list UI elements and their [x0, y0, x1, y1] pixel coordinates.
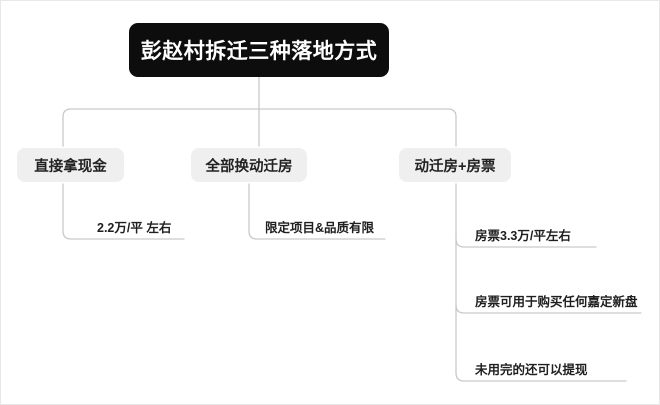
leaf-cash-price[interactable]: 2.2万/平 左右 [97, 211, 217, 239]
branch-node-cash[interactable]: 直接拿现金 [17, 148, 124, 182]
leaf-voucher-price[interactable]: 房票3.3万/平左右 [475, 219, 635, 247]
leaf-voucher-usage-label: 房票可用于购买任何嘉定新盘 [475, 295, 638, 309]
branch-node-relocation-housing-label: 全部换动迁房 [205, 158, 293, 175]
branch-node-housing-plus-voucher[interactable]: 动迁房+房票 [399, 148, 511, 182]
root-node[interactable]: 彭赵村拆迁三种落地方式 [129, 23, 389, 77]
leaf-limited-projects-label: 限定项目&品质有限 [265, 221, 375, 235]
leaf-cash-price-label: 2.2万/平 左右 [97, 221, 172, 235]
leaf-voucher-price-label: 房票3.3万/平左右 [475, 229, 571, 243]
leaf-voucher-cashout-label: 未用完的还可以提现 [475, 363, 588, 377]
leaf-voucher-usage[interactable]: 房票可用于购买任何嘉定新盘 [475, 285, 659, 313]
branch-node-cash-label: 直接拿现金 [34, 158, 107, 175]
root-node-label: 彭赵村拆迁三种落地方式 [140, 40, 378, 63]
leaf-voucher-cashout[interactable]: 未用完的还可以提现 [475, 353, 645, 381]
edge-root-to-branch-housing-plus-voucher [258, 108, 457, 147]
edge-root-to-branch-cash [62, 108, 260, 147]
branch-node-housing-plus-voucher-label: 动迁房+房票 [414, 158, 496, 175]
branch-node-relocation-housing[interactable]: 全部换动迁房 [191, 148, 307, 182]
leaf-limited-projects[interactable]: 限定项目&品质有限 [265, 211, 415, 239]
